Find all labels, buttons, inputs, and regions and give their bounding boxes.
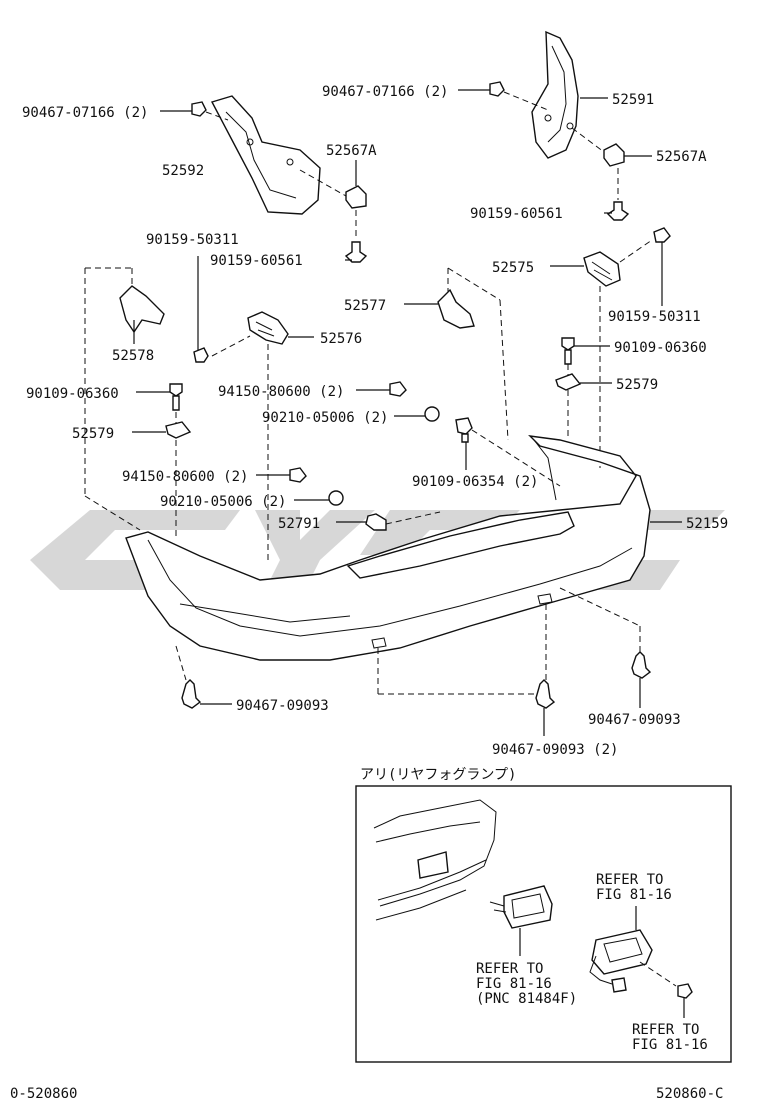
refer3-line1: REFER TO: [632, 1022, 699, 1038]
screw-90159-50311-left: [193, 347, 209, 363]
bracket-52567a-right: [603, 143, 625, 167]
refer1-line1: REFER TO: [476, 961, 543, 977]
clip-90467-07166-right: [489, 81, 505, 97]
label-52577: 52577: [344, 298, 386, 314]
fog-lamp-unit: [589, 929, 653, 993]
refer1-line2: FIG 81-16: [476, 976, 552, 992]
bolt-90109-06354: [455, 417, 473, 443]
nut-52579-right: [555, 373, 582, 391]
label-90467-09093-right: 90467-09093: [588, 712, 681, 728]
label-90159-60561-left: 90159-60561: [210, 253, 303, 269]
label-52578: 52578: [112, 348, 154, 364]
refer3-line2: FIG 81-16: [632, 1037, 708, 1053]
label-90210-05006-b: 90210-05006 (2): [160, 494, 286, 510]
push-clip-90467-09093-mid: [535, 679, 556, 709]
label-90210-05006-a: 90210-05006 (2): [262, 410, 388, 426]
bracket-52567a-left: [345, 185, 367, 209]
label-90467-09093-left: 90467-09093: [236, 698, 329, 714]
label-52579-left: 52579: [72, 426, 114, 442]
label-90467-07166-right: 90467-07166 (2): [322, 84, 448, 100]
label-52591: 52591: [612, 92, 654, 108]
label-52579-right: 52579: [616, 377, 658, 393]
clip-90467-07166-left: [191, 101, 207, 117]
nut-52579-left: [165, 421, 192, 439]
label-90109-06360-left: 90109-06360: [26, 386, 119, 402]
bumper-cover-52159: [125, 435, 651, 661]
label-52567a-right: 52567A: [656, 149, 707, 165]
bracket-52578: [119, 285, 165, 334]
label-90467-07166-left: 90467-07166 (2): [22, 105, 148, 121]
washer-90210-05006-b: [328, 490, 344, 506]
screw-90159-60561-right: [606, 201, 630, 221]
label-52592: 52592: [162, 163, 204, 179]
fog-lamp-screw: [677, 983, 693, 999]
bolt-90109-06360-right: [561, 337, 575, 365]
inset-bumper-section: [373, 799, 497, 921]
label-52576: 52576: [320, 331, 362, 347]
inset-title: アリ(リヤフォグランプ): [360, 767, 516, 783]
mud-guard-52592: [210, 95, 321, 215]
label-90159-60561-right: 90159-60561: [470, 206, 563, 222]
label-90109-06360-right: 90109-06360: [614, 340, 707, 356]
label-52159: 52159: [686, 516, 728, 532]
retainer-52575: [583, 251, 621, 287]
inset-box: [355, 785, 732, 1063]
footer-right-code: 520860-C: [656, 1086, 723, 1102]
label-90159-50311-right: 90159-50311: [608, 309, 701, 325]
fog-lamp-bracket: [489, 885, 553, 929]
clip-52791: [365, 513, 387, 531]
washer-90210-05006-a: [424, 406, 440, 422]
screw-90159-60561-left: [344, 241, 368, 263]
mud-guard-52591: [531, 30, 579, 159]
screw-90159-50311-right: [653, 227, 671, 243]
retainer-52576: [247, 311, 289, 345]
label-52567a-left: 52567A: [326, 143, 377, 159]
label-52575: 52575: [492, 260, 534, 276]
label-94150-80600-b: 94150-80600 (2): [122, 469, 248, 485]
nut-94150-80600-a: [389, 381, 407, 397]
label-90467-09093-mid: 90467-09093 (2): [492, 742, 618, 758]
label-90109-06354: 90109-06354 (2): [412, 474, 538, 490]
refer2-line1: REFER TO: [596, 872, 663, 888]
footer-left-code: 0-520860: [10, 1086, 77, 1102]
label-90159-50311-left: 90159-50311: [146, 232, 239, 248]
refer2-line2: FIG 81-16: [596, 887, 672, 903]
push-clip-90467-09093-right: [631, 651, 652, 679]
nut-94150-80600-b: [289, 467, 307, 483]
label-52791: 52791: [278, 516, 320, 532]
label-94150-80600-a: 94150-80600 (2): [218, 384, 344, 400]
bolt-90109-06360-left: [169, 383, 183, 411]
refer1-line3: (PNC 81484F): [476, 991, 577, 1007]
bracket-52577: [437, 288, 475, 329]
push-clip-90467-09093-left: [181, 679, 202, 709]
